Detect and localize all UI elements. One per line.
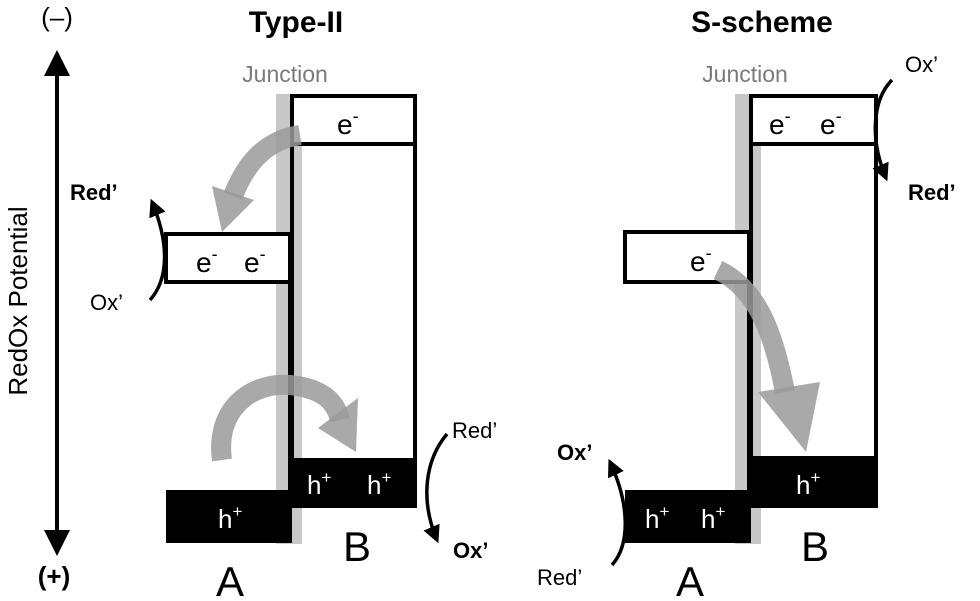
type2-title: Type-II [249,6,343,39]
sscheme-a-vb-hole-2: h+ [701,502,725,534]
type2-red-product: Red’ [70,180,118,205]
sscheme-ox-product: Ox’ [557,440,592,465]
sscheme-title: S-scheme [691,6,833,39]
type2-red-reactant: Red’ [452,418,497,443]
sscheme-reduction-arrow [872,78,894,182]
sscheme-a-cb-electron: e- [690,243,712,277]
type2-a-cb-electron-1: e- [196,244,218,278]
type2-a-cb-electron-2: e- [244,244,266,278]
sscheme-red-reactant: Red’ [537,565,582,590]
sscheme-b-vb [751,456,878,508]
type2-reduction-arrow [148,198,167,302]
type2-b-vb-hole-2: h+ [367,468,391,500]
type2-ox-product: Ox’ [453,538,488,563]
sscheme-label-b: B [801,523,829,570]
sscheme-b-cb-electron-2: e- [820,106,842,140]
type2-hole-transfer-arrow [211,374,358,462]
type2-b-vb-hole-1: h+ [307,468,331,500]
type2-label-b: B [343,523,371,570]
sscheme-recombination-arrow [713,260,820,452]
sscheme-ox-reactant: Ox’ [905,52,938,77]
sscheme-junction-label: Junction [702,61,788,87]
type2-a-vb-hole: h+ [218,502,242,534]
type2-b-cb [290,94,417,146]
type2-label-a: A [216,558,244,601]
sscheme-b-vb-hole: h+ [796,468,820,500]
axis-top-label: (–) [41,2,73,32]
type2-a-cb [164,232,292,284]
sscheme-oxidation-arrow [607,458,627,567]
sscheme-b-cb-electron-1: e- [769,106,791,140]
type2-ox-reactant: Ox’ [90,290,123,315]
axis-bottom-label: (+) [38,561,71,591]
sscheme-a-vb-hole-1: h+ [645,502,669,534]
type2-b-cb-electron: e- [337,106,359,140]
sscheme-red-product: Red’ [908,180,956,205]
type2-a-vb [166,490,292,543]
axis-label: RedOx Potential [3,206,33,395]
redox-axis [44,50,70,556]
sscheme-label-a: A [676,558,704,601]
sscheme-a-vb [625,490,751,543]
type2-electron-transfer-arrow [212,125,302,232]
type2-b-vb [292,458,417,508]
type2-junction-label: Junction [242,61,328,87]
type2-oxidation-arrow [423,432,449,544]
